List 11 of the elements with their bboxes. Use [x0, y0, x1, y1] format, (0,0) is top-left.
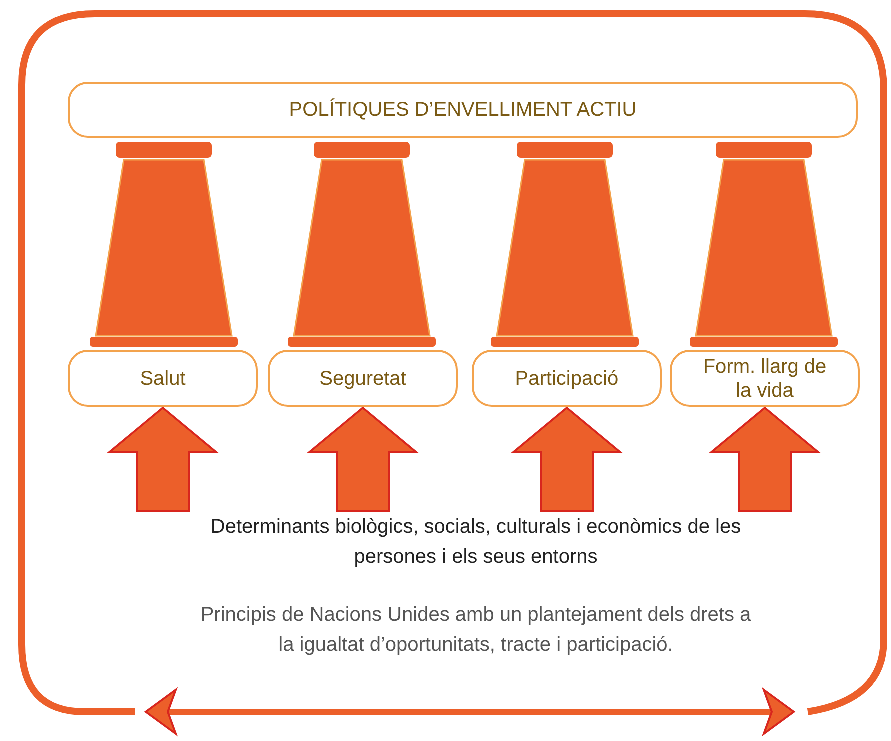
note-text: Principis de Nacions Unides amb un plantejament dels drets a la igualtat d’oportunitats, tracte i participació. [200, 603, 752, 658]
pillar-base-box: Participació [472, 350, 662, 407]
pillar-base-box: Seguretat [268, 350, 458, 407]
block-arrow [107, 406, 219, 512]
pillar-base-box: Salut [68, 350, 258, 407]
determinants-text: Determinants biològics, socials, culturals i econòmics de les persones i els seus entorns [170, 512, 782, 574]
block-arrow [307, 406, 419, 512]
pillar-base-box: Form. llarg de la vida [670, 350, 860, 407]
block-arrow [709, 406, 821, 512]
roof-box: POLÍTIQUES D’ENVELLIMENT ACTIU [68, 82, 858, 138]
block-arrow [511, 406, 623, 512]
